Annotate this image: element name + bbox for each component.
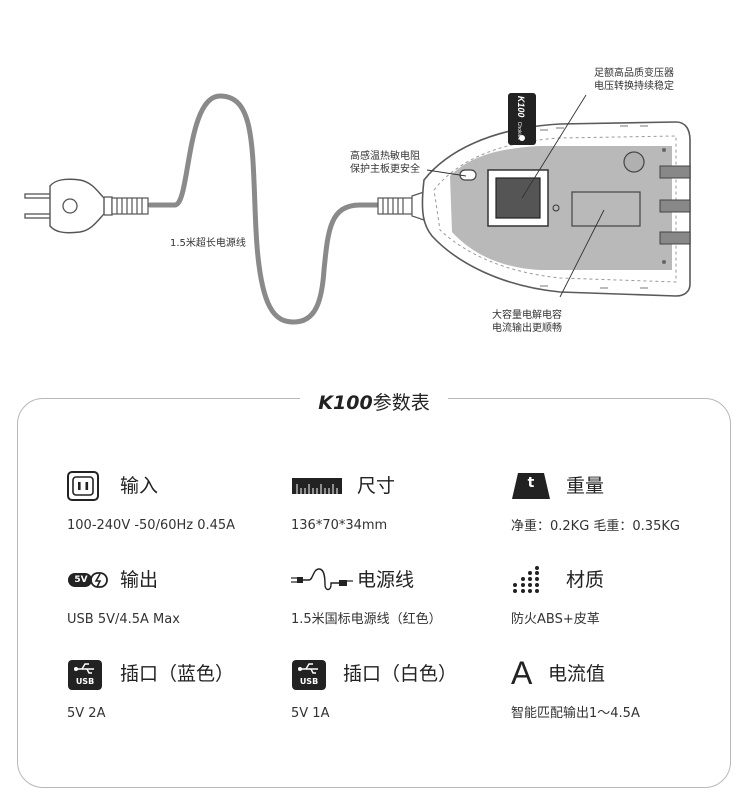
device-tag — [508, 93, 536, 145]
callout-transformer-line2: 电压转换持续稳定 — [594, 81, 674, 92]
material-dots-icon — [513, 566, 539, 593]
spec-weight-label: 重量 — [566, 475, 605, 497]
spec-port-white-value: 5V 1A — [291, 706, 330, 721]
charger-diagram-svg — [24, 93, 691, 325]
callout-transformer: 足额高品质变压器 电压转换持续稳定 — [594, 67, 674, 93]
usb-icon-text-white: USB — [299, 677, 319, 686]
charger-shell — [421, 121, 691, 297]
capacitor — [571, 191, 641, 227]
cable-strain-relief — [377, 191, 425, 221]
power-cord-icon — [291, 568, 353, 591]
callout-capacitor: 大容量电解电容 电流输出更顺畅 — [492, 309, 562, 335]
spec-title-model: K100 — [318, 392, 373, 414]
callout-thermistor: 高感温热敏电阻 保护主板更安全 — [350, 150, 420, 176]
usb-icon — [68, 660, 102, 690]
spec-cord-value: 1.5米国标电源线（红色） — [291, 612, 442, 627]
output-icon-text: 5V — [74, 575, 88, 585]
output-charge-icon — [68, 572, 108, 588]
spec-port-white-label: 插口（白色） — [343, 663, 458, 685]
thermistor-callout-line — [426, 169, 467, 177]
current-a-icon: A — [511, 655, 533, 691]
spec-material-value: 防火ABS+皮革 — [511, 612, 600, 627]
spec-title: K100参数表 — [300, 388, 448, 418]
transformer-callout-line — [521, 94, 587, 199]
power-cable — [147, 93, 383, 325]
callout-thermistor-line2: 保护主板更安全 — [350, 164, 420, 175]
spec-port-blue-value: 5V 2A — [67, 706, 106, 721]
spec-size-value: 136*70*34mm — [291, 518, 388, 533]
callout-capacitor-line2: 电流输出更顺畅 — [492, 323, 562, 334]
spec-input-value: 100-240V -50/60Hz 0.45A — [67, 518, 236, 533]
spec-title-suffix: 参数表 — [372, 392, 430, 414]
product-diagram: K100 Chokiee 足额高品质变压器 电压转换持续稳定 高感温热敏电阻 保… — [0, 0, 750, 380]
device-tag-text: K100 Chokiee — [513, 92, 531, 144]
spec-cord-label: 电源线 — [357, 569, 415, 591]
callout-capacitor-line1: 大容量电解电容 — [492, 310, 562, 321]
callout-thermistor-line1: 高感温热敏电阻 — [350, 151, 420, 162]
spec-weight-value: 净重：0.2KG 毛重：0.35KG — [511, 519, 680, 534]
usb-icon-text-blue: USB — [75, 677, 95, 686]
cable-length-label: 1.5米超长电源线 — [170, 234, 246, 249]
usb-icon — [292, 660, 326, 690]
plug — [24, 178, 149, 234]
device-tag-model: K100 — [516, 95, 526, 118]
spec-size-label: 尺寸 — [357, 475, 396, 497]
spec-card — [17, 398, 731, 788]
spec-output-label: 输出 — [120, 569, 159, 591]
spec-port-blue-label: 插口（蓝色） — [120, 663, 235, 685]
spec-material-label: 材质 — [566, 569, 605, 591]
weight-icon — [512, 473, 550, 499]
callout-transformer-line1: 足额高品质变压器 — [594, 68, 674, 79]
device-tag-brand: Chokiee — [516, 121, 522, 141]
ruler-icon — [292, 478, 342, 494]
spec-output-value: USB 5V/4.5A Max — [67, 612, 180, 627]
capacitor-callout-line — [559, 209, 605, 298]
spec-current-value: 智能匹配输出1～4.5A — [511, 706, 640, 721]
spec-current-label: 电流值 — [548, 663, 606, 685]
power-socket-icon — [67, 471, 99, 501]
weight-icon-letter: t — [527, 475, 535, 491]
spec-input-label: 输入 — [120, 475, 159, 497]
